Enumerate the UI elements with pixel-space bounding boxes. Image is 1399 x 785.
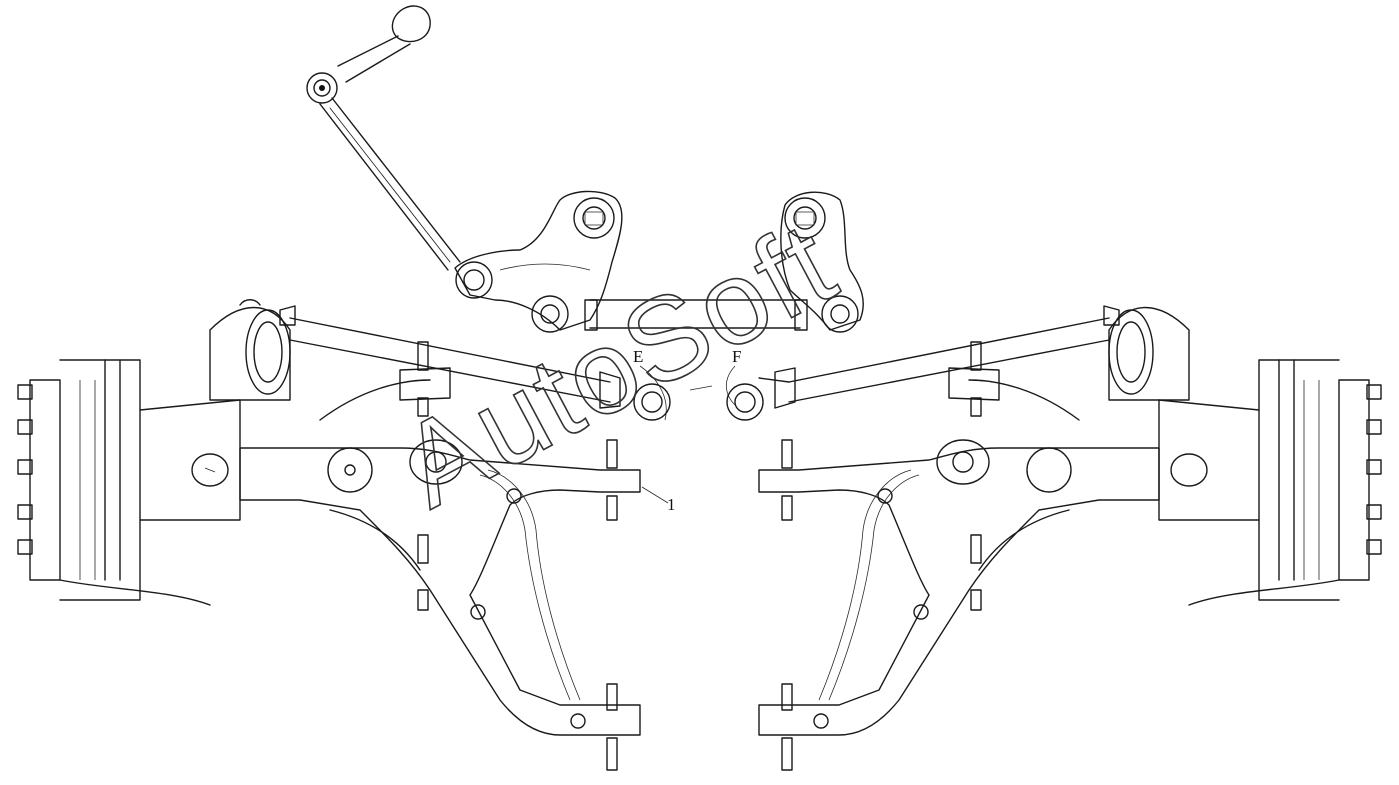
callout-label-f: F [732,347,741,366]
center-bushings [599,367,796,421]
cross-link [584,299,808,331]
callout-1: 1 [641,486,676,514]
left-wheel-hub [17,299,296,606]
left-bolts [417,341,618,771]
callout-label-1: 1 [667,495,676,514]
tie-rod-link [306,5,461,271]
watermark-text: AutoSoft [380,196,856,533]
right-upper-link-to-bracket [758,377,790,383]
callout-label-e: E [633,347,643,366]
watermark: AutoSoft [379,196,856,534]
callout-F: F [725,347,741,406]
upper-bracket-right [780,191,864,333]
right-bolts [781,341,982,771]
right-wheel-hub [1103,305,1382,606]
right-lower-control-arm [758,367,1160,736]
right-suspension-mirror [758,305,1382,771]
left-lower-control-arm [239,367,641,736]
upper-bracket-left [454,190,623,333]
